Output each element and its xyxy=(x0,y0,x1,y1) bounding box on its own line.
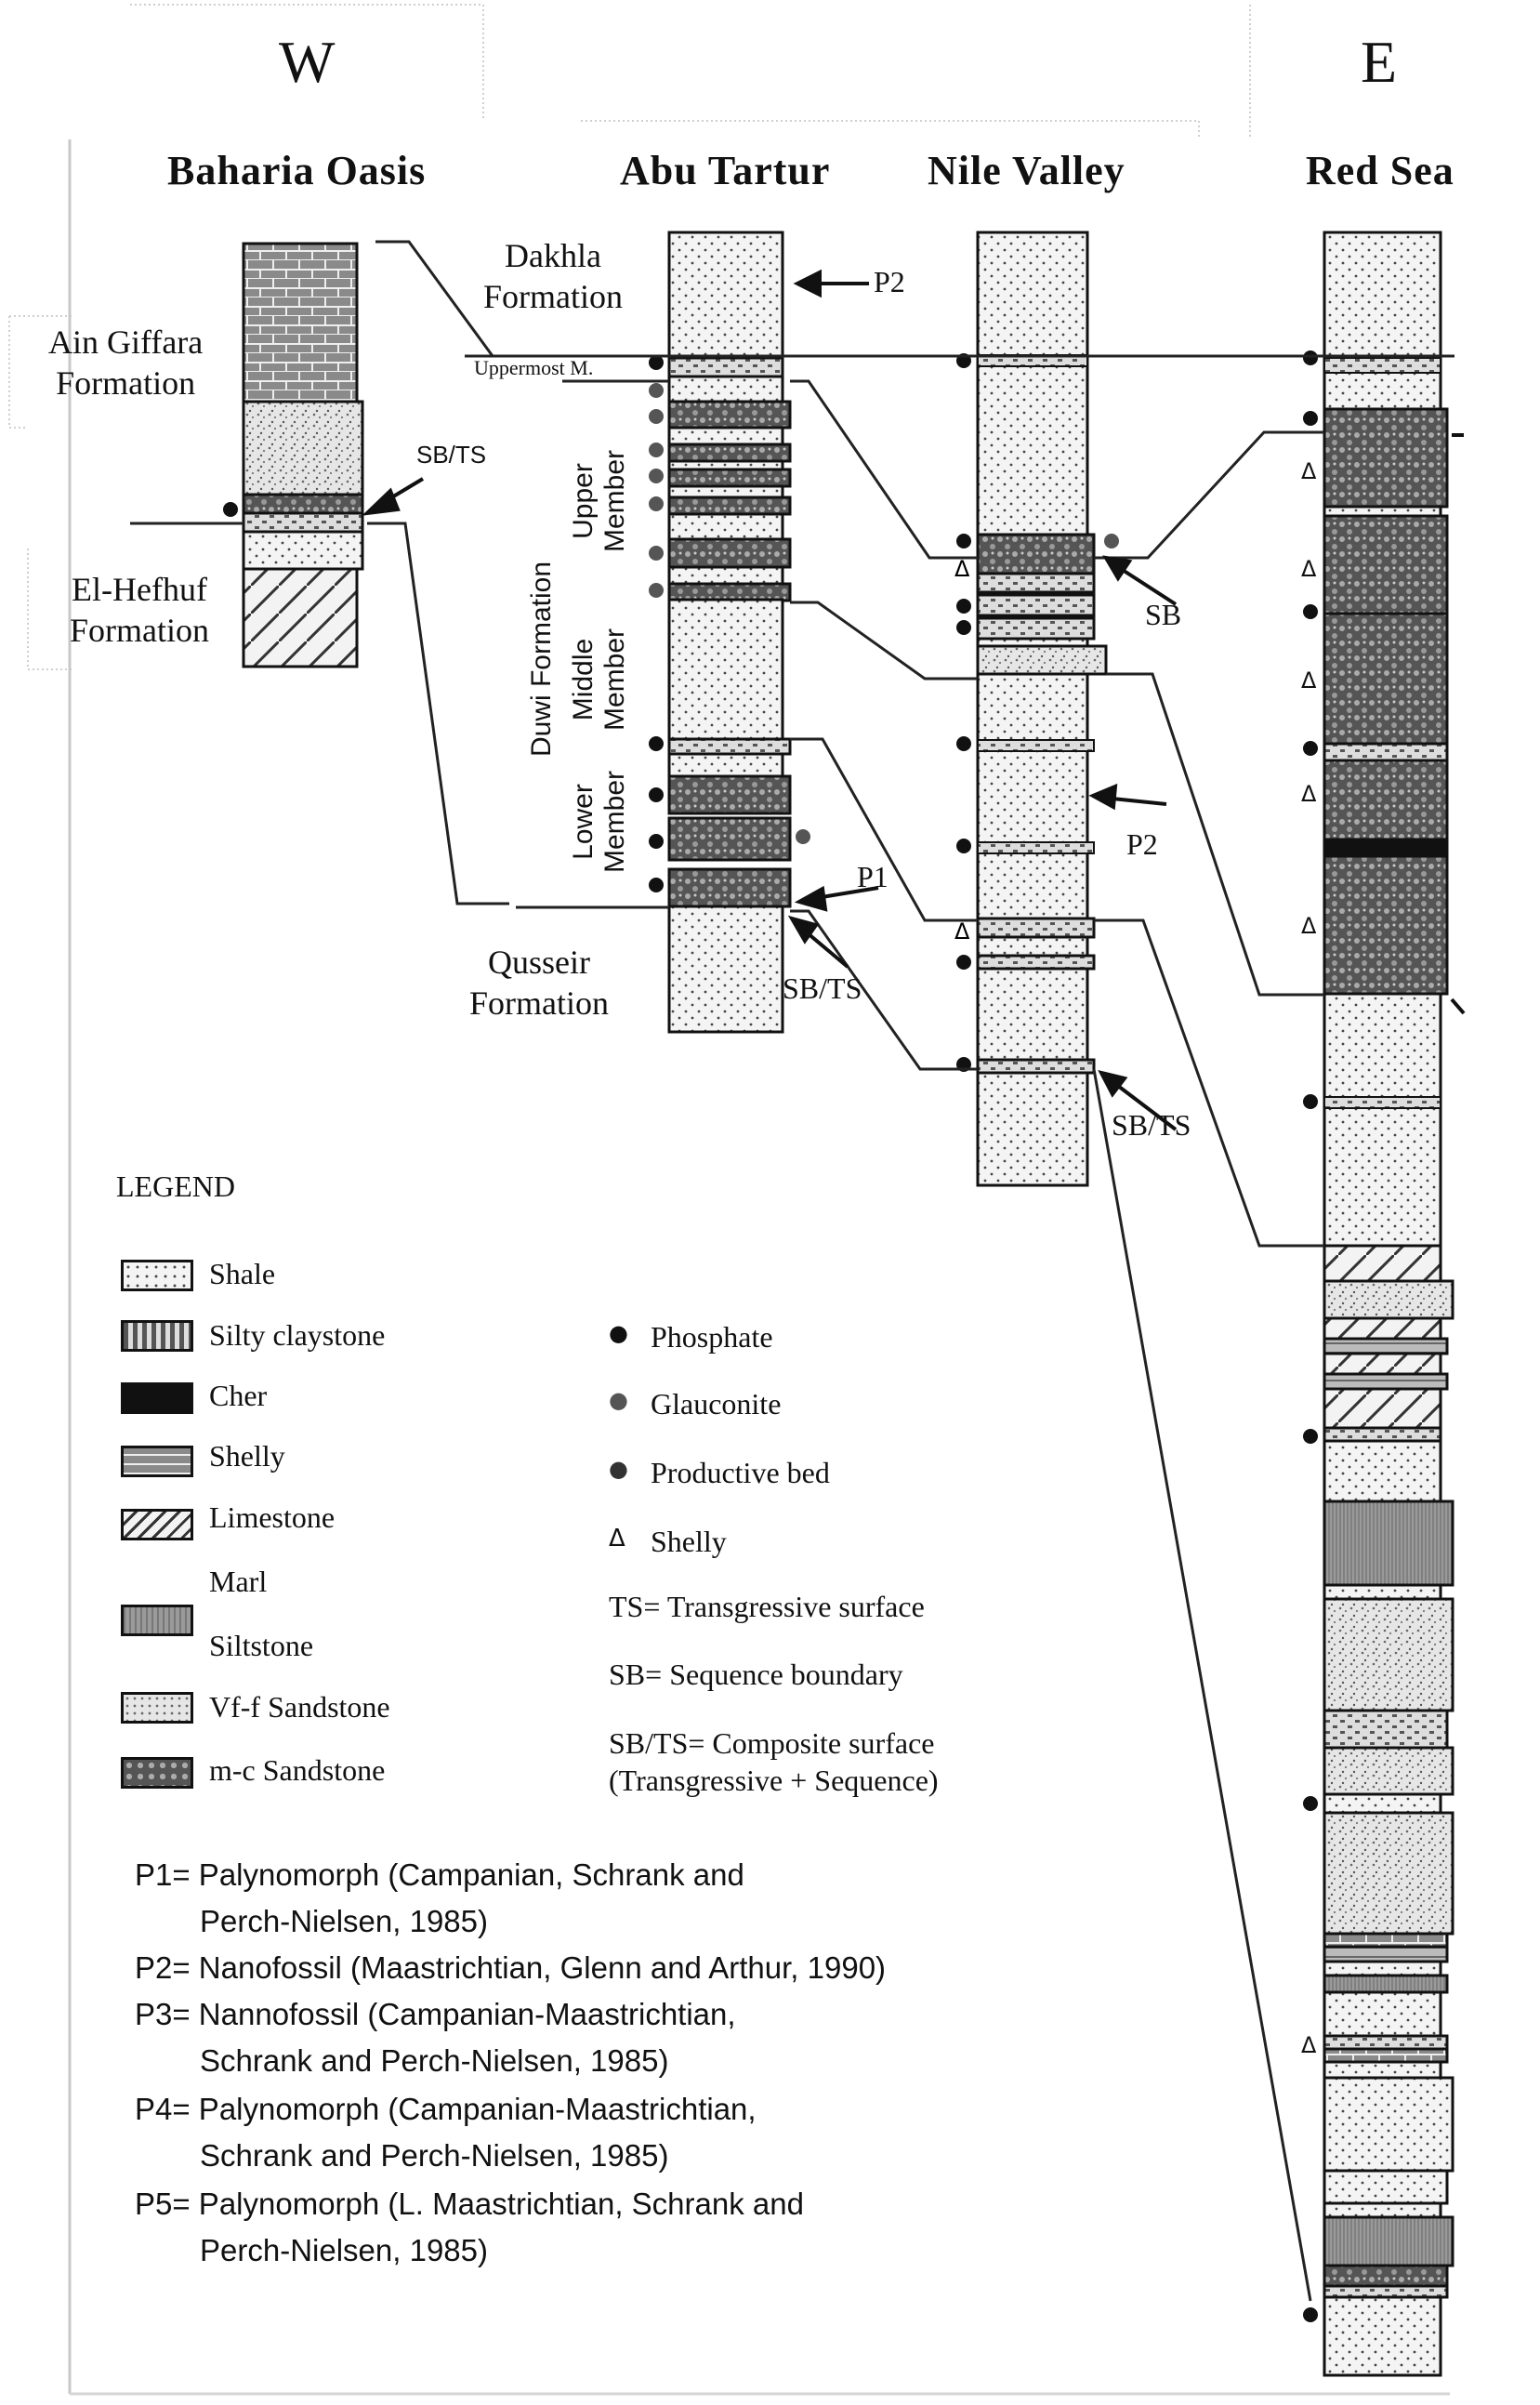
ts-abbreviation: TS= Transgressive surface xyxy=(609,1590,925,1623)
correlation-lines xyxy=(130,240,1454,2302)
nile-valley-sb-marker: SB xyxy=(1145,598,1182,631)
note-line: P1= Palynomorph (Campanian, Schrank and xyxy=(135,1857,744,1892)
legend-item-phosphate: Phosphate xyxy=(651,1320,773,1354)
legend-item-m-c-sandstone: m-c Sandstone xyxy=(209,1753,386,1787)
note-line: P3= Nannofossil (Campanian-Maastrichtian… xyxy=(135,1997,736,2031)
frame-lines xyxy=(8,4,1251,670)
legend-title: LEGEND xyxy=(116,1169,235,1203)
svg-text:Δ: Δ xyxy=(1301,2032,1317,2058)
legend-item-silty-claystone: Silty claystone xyxy=(209,1318,386,1352)
shelly-triangle-icon: Δ xyxy=(609,1525,625,1553)
productive-bed-icon: ● xyxy=(609,1456,628,1482)
svg-text:Δ: Δ xyxy=(1301,781,1317,807)
note-line: Perch-Nielsen, 1985) xyxy=(200,1904,488,1938)
phosphate-icon: ● xyxy=(609,1320,628,1346)
svg-text:Δ: Δ xyxy=(954,556,970,582)
sbts-abbreviation-detail: (Transgressive + Sequence) xyxy=(609,1764,939,1797)
nile-valley-column: Δ Δ xyxy=(954,231,1119,1187)
legend-item-siltstone: Siltstone xyxy=(209,1629,314,1662)
marker-arrows xyxy=(362,269,1466,1131)
legend-item-shale: Shale xyxy=(209,1257,276,1290)
abu-tartur-column xyxy=(649,231,810,1034)
bahariya-column xyxy=(223,242,364,668)
sb-abbreviation: SB= Sequence boundary xyxy=(609,1658,903,1691)
svg-text:Δ: Δ xyxy=(954,918,970,945)
abu-tartur-column-title: Abu Tartur xyxy=(620,148,831,193)
svg-text:Δ: Δ xyxy=(1301,556,1317,582)
bahariya-column-title: Baharia Oasis xyxy=(167,148,427,193)
note-line: Perch-Nielsen, 1985) xyxy=(200,2233,488,2267)
uppermost-member-label: Uppermost M. xyxy=(474,356,594,379)
marl-siltstone-swatch xyxy=(121,1605,193,1636)
east-direction-label: E xyxy=(1361,29,1398,95)
legend-item-shelly: Shelly xyxy=(209,1439,285,1473)
nile-valley-column-title: Nile Valley xyxy=(928,148,1125,193)
note-line: P5= Palynomorph (L. Maastrichtian, Schra… xyxy=(135,2187,804,2221)
svg-text:Δ: Δ xyxy=(1301,667,1317,694)
legend-item-chert: Cher xyxy=(209,1379,268,1412)
note-line: Schrank and Perch-Nielsen, 1985) xyxy=(200,2043,669,2078)
limestone-swatch xyxy=(121,1509,193,1540)
abu-tartur-p2-marker: P2 xyxy=(874,265,905,298)
nile-valley-p2-marker: P2 xyxy=(1126,827,1158,861)
vf-f-sandstone-swatch xyxy=(121,1692,193,1724)
legend-item-limestone: Limestone xyxy=(209,1500,336,1534)
shale-swatch xyxy=(121,1260,193,1291)
legend-item-shelly-symbol: Shelly xyxy=(651,1525,727,1558)
chert-swatch xyxy=(121,1382,193,1414)
sbts-abbreviation: SB/TS= Composite surface xyxy=(609,1726,935,1760)
duwi-formation-label: Duwi Formation xyxy=(526,561,557,758)
note-line: P2= Nanofossil (Maastrichtian, Glenn and… xyxy=(135,1950,887,1985)
abu-tartur-p1-marker: P1 xyxy=(857,860,888,893)
svg-text:Δ: Δ xyxy=(1301,913,1317,939)
abu-tartur-sbts-marker: SB/TS xyxy=(783,971,862,1005)
shelly-swatch xyxy=(121,1446,193,1477)
nile-valley-sbts-marker: SB/TS xyxy=(1112,1108,1191,1142)
note-line: Schrank and Perch-Nielsen, 1985) xyxy=(200,2138,669,2173)
svg-text:Δ: Δ xyxy=(1301,458,1317,484)
legend-item-marl: Marl xyxy=(209,1565,268,1598)
legend-item-glauconite: Glauconite xyxy=(651,1387,782,1421)
red-sea-column: Δ Δ Δ Δ Δ Δ xyxy=(1301,231,1454,2377)
glauconite-icon: ● xyxy=(609,1387,628,1413)
m-c-sandstone-swatch xyxy=(121,1757,193,1789)
west-direction-label: W xyxy=(279,29,336,95)
note-line: P4= Palynomorph (Campanian-Maastrichtian… xyxy=(135,2092,757,2126)
legend-item-vf-f-sandstone: Vf-f Sandstone xyxy=(209,1690,390,1724)
bahariya-sbts-marker: SB/TS xyxy=(416,441,487,469)
red-sea-column-title: Red Sea xyxy=(1306,148,1454,193)
legend-item-productive-bed: Productive bed xyxy=(651,1456,830,1489)
silty-claystone-swatch xyxy=(121,1320,193,1352)
